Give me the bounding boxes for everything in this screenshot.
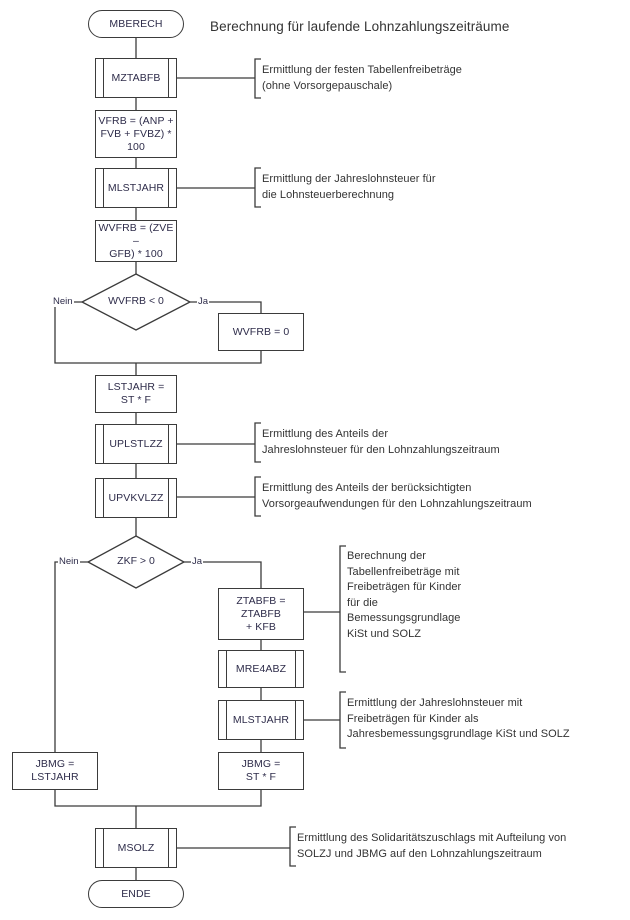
annotation-text: Ermittlung des Anteils der Jahreslohnste… [262, 428, 500, 456]
annotation-bracket [254, 476, 261, 517]
flow-node-label: VFRB = (ANP + FVB + FVBZ) * 100 [98, 114, 174, 153]
connector-line [12, 561, 88, 772]
annotation-bracket [289, 826, 296, 867]
annotation-text: Ermittlung der Jahreslohnsteuer für die … [262, 173, 436, 201]
flow-node-label: MLSTJAHR [232, 713, 290, 726]
connector-line [54, 790, 136, 807]
annotation-text: Ermittlung der Jahreslohnsteuer mit Frei… [347, 697, 570, 740]
flow-node-ztabfb[interactable]: ZTABFB = ZTABFB + KFB [218, 588, 304, 640]
flow-node-uplstlzz[interactable]: UPLSTLZZ [95, 424, 177, 464]
flow-node-mre4abz[interactable]: MRE4ABZ [218, 650, 304, 688]
branch-label-yes: Ja [197, 296, 210, 307]
flow-node-label: UPLSTLZZ [109, 437, 163, 450]
annotation-text: Ermittlung des Anteils der berücksichtig… [262, 482, 532, 510]
connector-line [136, 790, 262, 807]
flow-node-mlstjahr2[interactable]: MLSTJAHR [218, 700, 304, 740]
annotation-text: Ermittlung der festen Tabellenfreibeträg… [262, 64, 462, 92]
flow-node-label: ENDE [121, 887, 151, 900]
annotation-bracket [254, 167, 261, 208]
flow-node-mztabfb[interactable]: MZTABFB [95, 58, 177, 98]
flow-node-label: MBERECH [109, 17, 163, 30]
decision-label: WVFRB < 0 [108, 295, 164, 307]
flow-node-vfrb[interactable]: VFRB = (ANP + FVB + FVBZ) * 100 [95, 110, 177, 158]
flow-node-lstjahr[interactable]: LSTJAHR = ST * F [95, 375, 177, 413]
annotation-bracket [254, 422, 261, 463]
flow-node-label: MLSTJAHR [107, 181, 165, 194]
annotation-bracket [254, 58, 261, 99]
flow-node-wvfrb[interactable]: WVFRB = (ZVE – GFB) * 100 [95, 220, 177, 262]
flow-node-msolz[interactable]: MSOLZ [95, 828, 177, 868]
flow-node-label: JBMG = LSTJAHR [31, 758, 79, 783]
flow-node-label: LSTJAHR = ST * F [107, 381, 165, 406]
page-title: Berechnung für laufende Lohnzahlungszeit… [210, 19, 510, 34]
branch-label-no: Nein [58, 556, 80, 567]
annotation-text: Berechnung der Tabellenfreibeträge mit F… [347, 550, 462, 640]
flow-node-label: JBMG = ST * F [241, 758, 281, 783]
flow-node-label: WVFRB = 0 [232, 325, 290, 338]
flow-node-label: UPVKVLZZ [108, 491, 164, 504]
connector-line [184, 561, 262, 588]
flow-node-label: MRE4ABZ [235, 662, 287, 675]
flow-node-mlstjahr1[interactable]: MLSTJAHR [95, 168, 177, 208]
decision-label: ZKF > 0 [117, 555, 155, 567]
decision-diamond [86, 535, 186, 589]
flow-node-wvfrb0[interactable]: WVFRB = 0 [218, 313, 304, 351]
flow-node-label: MZTABFB [111, 71, 161, 84]
branch-label-yes: Ja [191, 556, 204, 567]
annotation-bracket [339, 691, 346, 749]
decision-diamond [80, 273, 192, 331]
flow-node-upvkvlzz[interactable]: UPVKVLZZ [95, 478, 177, 518]
flow-node-label: ZTABFB = ZTABFB + KFB [236, 594, 286, 633]
flow-node-ende[interactable]: ENDE [88, 880, 184, 908]
branch-label-no: Nein [52, 296, 74, 307]
flow-node-start[interactable]: MBERECH [88, 10, 184, 38]
flow-node-jbmg_st[interactable]: JBMG = ST * F [218, 752, 304, 790]
annotation-text: Ermittlung des Solidaritätszuschlags mit… [297, 832, 567, 860]
connector-line [136, 351, 262, 364]
flow-node-jbmg_lst[interactable]: JBMG = LSTJAHR [12, 752, 98, 790]
flow-node-label: WVFRB = (ZVE – GFB) * 100 [98, 221, 174, 260]
connector-line [190, 301, 262, 313]
flow-node-label: MSOLZ [117, 841, 155, 854]
annotation-bracket [339, 545, 346, 673]
